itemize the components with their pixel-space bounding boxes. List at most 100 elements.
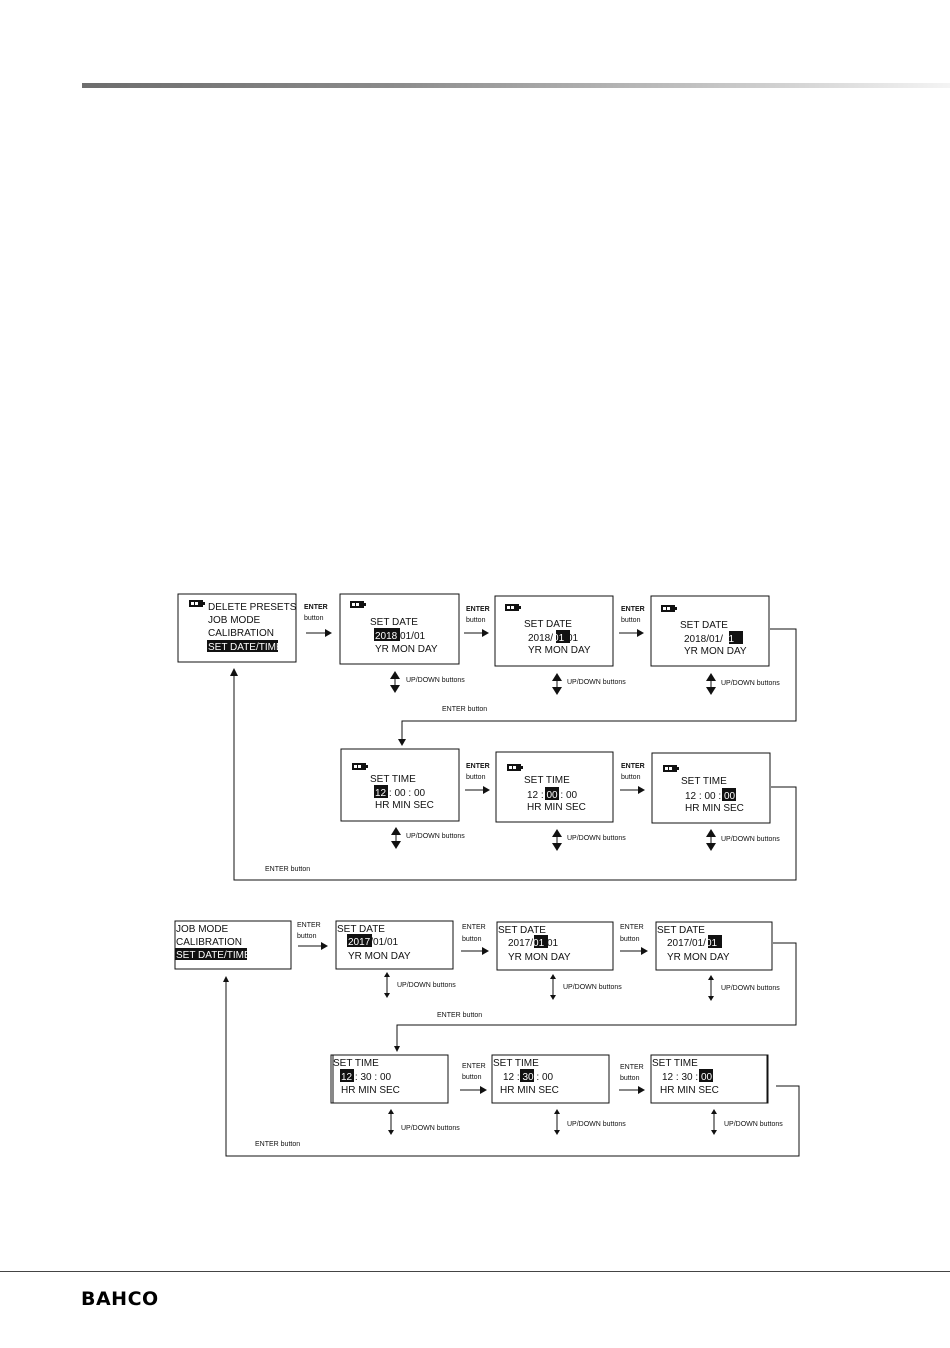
hour-value: 12 [341,1072,353,1083]
screen-title: SET DATE [657,925,705,936]
day-value: 01 [723,634,735,645]
screen-title: SET TIME [493,1058,539,1069]
svg-text:ENTER button: ENTER button [255,1141,300,1148]
menu-item: DELETE PRESETS [208,602,297,613]
screen-title: SET TIME [370,774,416,785]
battery-icon [505,604,521,611]
set-time-screen-hour: SET TIME 12 : 00 : 00 HR MIN SEC [340,748,460,822]
svg-text:ENTER button: ENTER button [442,706,487,713]
up-down-arrow-icon [383,971,391,999]
svg-text:UP/DOWN buttons: UP/DOWN buttons [406,833,465,840]
set-date-screen-month-2: SET DATE 2017/01/01 YR MON DAY [496,921,614,971]
svg-text:button: button [620,936,640,943]
svg-text:UP/DOWN buttons: UP/DOWN buttons [563,984,622,991]
set-date-screen-day-2: SET DATE 2017/01/01 YR MON DAY [655,921,773,971]
unit-labels: HR MIN SEC [500,1085,559,1096]
svg-text:UP/DOWN buttons: UP/DOWN buttons [567,679,626,686]
svg-text:ENTER: ENTER [462,1063,486,1070]
battery-icon [663,765,679,772]
screen-title: SET DATE [524,619,572,630]
up-down-arrow-icon [705,672,717,696]
svg-text:UP/DOWN buttons: UP/DOWN buttons [401,1125,460,1132]
up-down-arrow-icon [707,974,715,1002]
menu-item: JOB MODE [176,924,229,935]
hour-value: 12 [375,788,387,799]
menu-item-selected: SET DATE/TIME [176,950,251,961]
menu-screen-1: DELETE PRESETS JOB MODE CALIBRATION SET … [177,593,297,663]
bahco-logo: BAHCO [81,1288,159,1310]
up-down-arrow-icon [390,826,402,850]
svg-text:2018/01/01: 2018/01/01 [375,631,425,642]
year-value: 2017 [348,937,371,948]
set-date-screen-month: SET DATE 2018/01/01 YR MON DAY [494,595,614,667]
svg-text:button: button [462,936,482,943]
set-date-screen-day: SET DATE 2018/01/01 YR MON DAY [650,595,770,667]
svg-text:ENTER: ENTER [304,604,328,611]
svg-text:ENTER button: ENTER button [437,1012,482,1019]
unit-labels: YR MON DAY [375,644,438,655]
svg-text:2017/01/01: 2017/01/01 [667,938,717,949]
battery-icon [189,600,205,607]
up-down-arrow-icon [389,670,401,694]
screen-title: SET DATE [370,617,418,628]
unit-labels: YR MON DAY [528,645,591,656]
screen-title: SET DATE [680,620,728,631]
battery-icon [507,764,523,771]
header-rule [82,83,950,88]
unit-labels: HR MIN SEC [685,803,744,814]
unit-labels: HR MIN SEC [341,1085,400,1096]
svg-text:button: button [466,617,486,624]
svg-text:12 : 00 : 00: 12 : 00 : 00 [375,788,425,799]
screen-title: SET TIME [681,776,727,787]
screen-title: SET TIME [652,1058,698,1069]
second-value: 00 [701,1072,713,1083]
svg-text:button: button [621,774,641,781]
svg-text:button: button [466,774,486,781]
svg-text:12 : 30 : 00: 12 : 30 : 00 [662,1072,712,1083]
up-down-arrow-icon [551,828,563,852]
unit-labels: HR MIN SEC [527,802,586,813]
svg-text:12 : 00 : 00: 12 : 00 : 00 [527,790,577,801]
menu-item: CALIBRATION [208,628,274,639]
battery-icon [352,763,368,770]
svg-text:2017/01/01: 2017/01/01 [348,937,398,948]
svg-text:ENTER: ENTER [462,924,486,931]
set-time-screen-second: SET TIME 12 : 00 : 00 HR MIN SEC [651,752,771,824]
screen-title: SET TIME [524,775,570,786]
svg-text:ENTER button: ENTER button [265,866,310,873]
svg-text:UP/DOWN buttons: UP/DOWN buttons [567,1121,626,1128]
month-value: 01 [553,633,565,644]
svg-text:ENTER: ENTER [466,606,490,613]
svg-text:12 : 30 : 00: 12 : 30 : 00 [341,1072,391,1083]
set-date-screen-year: SET DATE 2018/01/01 YR MON DAY [339,593,460,665]
svg-text:UP/DOWN buttons: UP/DOWN buttons [397,982,456,989]
svg-text:button: button [462,1074,482,1081]
set-time-screen-second-2: SET TIME 12 : 30 : 00 HR MIN SEC [650,1054,769,1104]
up-down-arrow-icon [549,973,557,1001]
set-date-screen-year-2: SET DATE 2017/01/01 YR MON DAY [335,920,454,970]
up-down-arrow-icon [553,1108,561,1136]
screen-title: SET TIME [333,1058,379,1069]
up-down-arrow-icon [710,1108,718,1136]
unit-labels: HR MIN SEC [375,800,434,811]
unit-labels: YR MON DAY [684,646,747,657]
unit-labels: YR MON DAY [667,952,730,963]
svg-text:ENTER: ENTER [621,763,645,770]
diagram-2: JOB MODE CALIBRATION SET DATE/TIME SET D… [174,920,800,1157]
menu-item: JOB MODE [208,615,261,626]
battery-icon [350,601,366,608]
diagram-1: DELETE PRESETS JOB MODE CALIBRATION SET … [177,593,797,881]
svg-text:button: button [620,1075,640,1082]
unit-labels: YR MON DAY [348,951,411,962]
battery-icon [661,605,677,612]
year-value: 2018 [375,631,398,642]
svg-text:2017/01/01: 2017/01/01 [508,938,558,949]
unit-labels: HR MIN SEC [660,1085,719,1096]
svg-text:ENTER: ENTER [466,763,490,770]
svg-text:ENTER: ENTER [297,922,321,929]
minute-value: 30 [522,1072,534,1083]
up-down-arrow-icon [705,828,717,852]
screen-title: SET DATE [498,925,546,936]
menu-screen-2: JOB MODE CALIBRATION SET DATE/TIME [174,920,292,970]
svg-text:UP/DOWN buttons: UP/DOWN buttons [406,677,465,684]
